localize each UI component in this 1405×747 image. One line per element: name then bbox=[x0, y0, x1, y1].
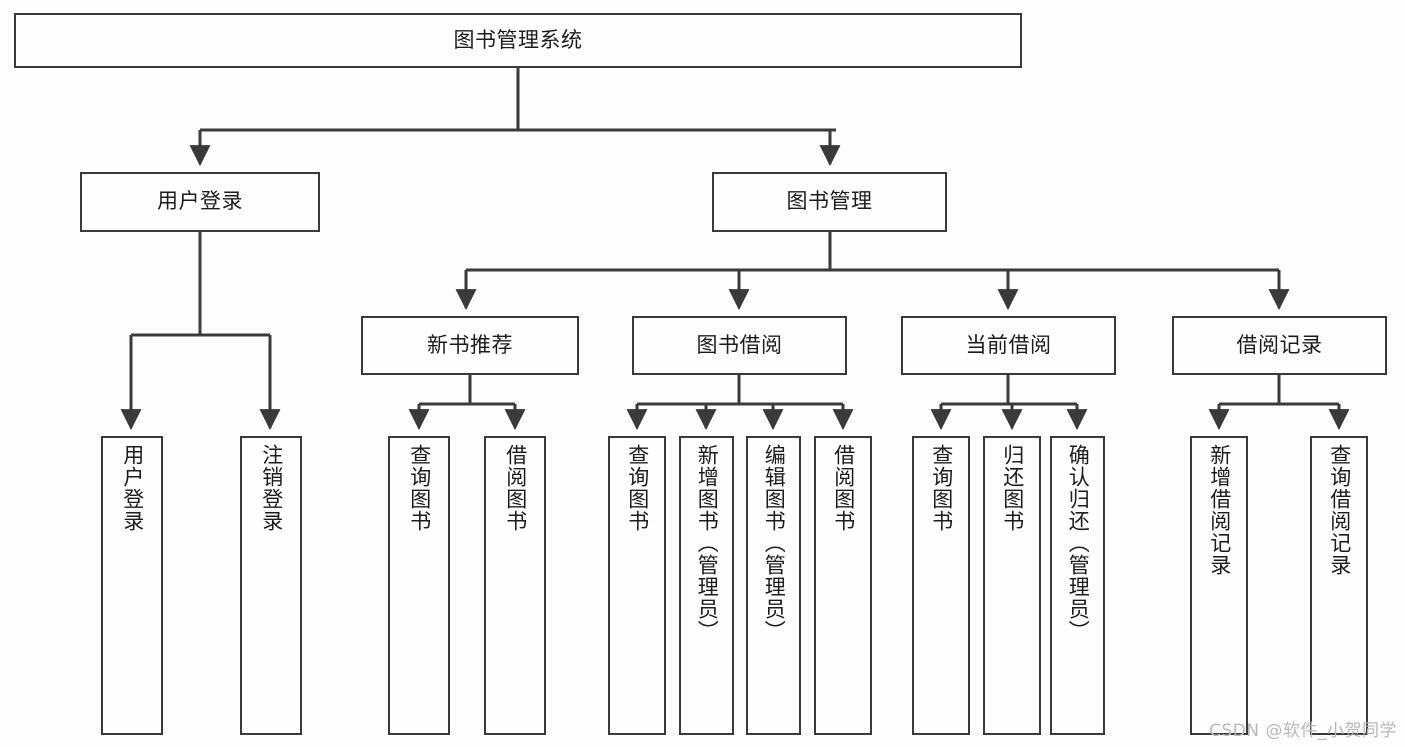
node-book-borrow[interactable]: 图书借阅 bbox=[632, 316, 847, 375]
leaf-label: 借阅图书 bbox=[831, 444, 856, 532]
leaf-query-book-borrow[interactable]: 查询图书 bbox=[608, 436, 666, 735]
leaf-label: 查询图书 bbox=[407, 444, 432, 532]
leaf-label: 用户登录 bbox=[120, 444, 145, 532]
watermark: CSDN @软件_小贺同学 bbox=[1209, 721, 1397, 741]
leaf-label: 查询借阅记录 bbox=[1327, 444, 1352, 576]
node-root[interactable]: 图书管理系统 bbox=[14, 13, 1022, 68]
leaf-label: 归还图书 bbox=[1000, 444, 1025, 532]
node-book-management[interactable]: 图书管理 bbox=[712, 172, 947, 232]
node-label: 图书借阅 bbox=[696, 332, 783, 357]
leaf-query-borrow-record[interactable]: 查询借阅记录 bbox=[1310, 436, 1368, 735]
leaf-label: 新增图书（管理员） bbox=[695, 444, 720, 642]
leaf-label: 查询图书 bbox=[929, 444, 954, 532]
node-label: 当前借阅 bbox=[965, 332, 1052, 357]
leaf-query-book-recommend[interactable]: 查询图书 bbox=[388, 436, 450, 735]
leaf-user-login[interactable]: 用户登录 bbox=[101, 436, 163, 735]
leaf-label: 注销登录 bbox=[259, 444, 284, 532]
node-label: 新书推荐 bbox=[427, 332, 513, 357]
node-label: 图书管理系统 bbox=[453, 27, 583, 52]
node-current-borrow[interactable]: 当前借阅 bbox=[901, 316, 1116, 375]
node-borrow-record[interactable]: 借阅记录 bbox=[1172, 316, 1387, 375]
leaf-add-borrow-record[interactable]: 新增借阅记录 bbox=[1190, 436, 1248, 735]
leaf-logout[interactable]: 注销登录 bbox=[240, 436, 302, 735]
leaf-add-book-admin[interactable]: 新增图书（管理员） bbox=[679, 436, 734, 735]
node-label: 用户登录 bbox=[157, 189, 243, 214]
leaf-return-book[interactable]: 归还图书 bbox=[983, 436, 1041, 735]
leaf-label: 新增借阅记录 bbox=[1207, 444, 1232, 576]
leaf-borrow-book-recommend[interactable]: 借阅图书 bbox=[484, 436, 546, 735]
leaf-label: 编辑图书（管理员） bbox=[762, 444, 787, 642]
leaf-query-book-current[interactable]: 查询图书 bbox=[912, 436, 970, 735]
leaf-confirm-return-admin[interactable]: 确认归还（管理员） bbox=[1050, 436, 1105, 735]
leaf-label: 确认归还（管理员） bbox=[1066, 444, 1091, 642]
leaf-edit-book-admin[interactable]: 编辑图书（管理员） bbox=[746, 436, 801, 735]
leaf-label: 借阅图书 bbox=[503, 444, 528, 532]
leaf-borrow-book[interactable]: 借阅图书 bbox=[814, 436, 872, 735]
leaf-label: 查询图书 bbox=[625, 444, 650, 532]
node-user-login[interactable]: 用户登录 bbox=[80, 172, 320, 232]
node-label: 借阅记录 bbox=[1236, 332, 1323, 357]
node-new-book-recommend[interactable]: 新书推荐 bbox=[361, 316, 579, 375]
node-label: 图书管理 bbox=[786, 189, 873, 214]
